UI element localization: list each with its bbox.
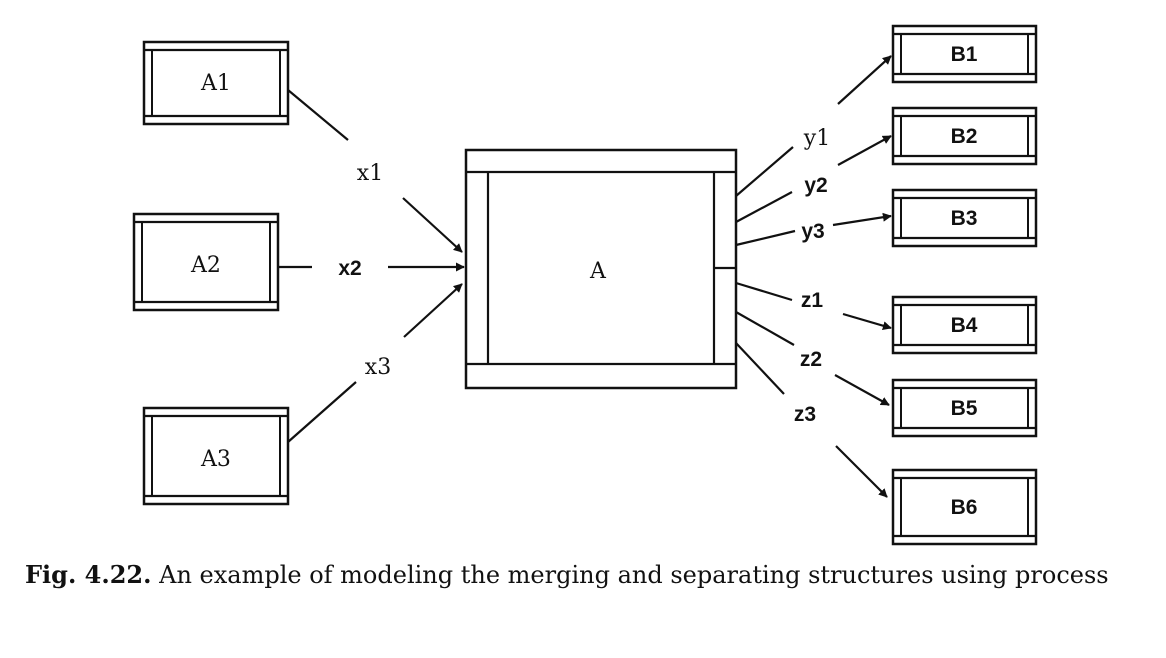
process-box-b6: B6 [891,468,1038,546]
flow-arrow-b2 [837,135,892,166]
process-box-b4: B4 [891,295,1038,355]
process-box-b5: B5 [891,378,1038,438]
process-label-b4: B4 [951,314,978,337]
flow-arrow-x3 [403,283,463,338]
process-label-b2: B2 [951,125,978,148]
process-box-a1: A1 [142,40,290,126]
figure-label: Fig. 4.22. [25,560,152,589]
process-label-b1: B1 [951,43,978,66]
flow-arrow-b3 [832,212,892,227]
flow-line-x1 [287,89,349,141]
process-label-b3: B3 [951,207,978,230]
flow-line-y1 [735,146,794,197]
flow-line-y3 [735,229,796,247]
flow-label-x2: x2 [338,257,361,280]
flow-label-x3: x3 [365,355,391,380]
flow-label-z2: z2 [800,348,822,371]
flow-line-z2 [735,311,795,346]
flow-label-z1: z1 [801,289,824,312]
process-diagram: A1 A2 A3 A B1 B2 [132,24,1038,546]
process-box-a3: A3 [142,406,290,506]
flow-arrow-b4 [842,312,892,331]
flow-arrow-x1 [402,197,463,253]
flow-label-x1: x1 [357,161,383,186]
process-box-a: A [464,148,738,390]
flow-label-y1: y1 [803,126,830,151]
flow-label-y2: y2 [804,174,827,197]
flow-line-z3 [735,342,785,395]
process-label-a2: A2 [190,253,221,278]
process-label-a3: A3 [200,447,231,472]
process-box-b1: B1 [891,24,1038,84]
process-label-b5: B5 [951,397,978,420]
flow-arrow-b6 [835,445,888,498]
process-label-a: A [589,259,607,284]
figure-caption-text: An example of modeling the merging and s… [159,561,1109,589]
flow-label-y3: y3 [801,220,824,243]
flow-line-z1 [735,281,793,302]
process-label-a1: A1 [200,71,231,96]
flow-arrow-b1 [837,55,892,105]
process-box-a2: A2 [132,212,280,312]
flow-label-z3: z3 [794,403,816,426]
process-label-b6: B6 [951,496,978,519]
process-box-b2: B2 [891,106,1038,166]
flow-line-x3 [287,381,357,443]
process-box-b3: B3 [891,188,1038,248]
flow-line-y2 [735,191,793,223]
figure-caption: Fig. 4.22. An example of modeling the me… [25,557,1145,593]
flow-arrow-b5 [834,374,890,406]
